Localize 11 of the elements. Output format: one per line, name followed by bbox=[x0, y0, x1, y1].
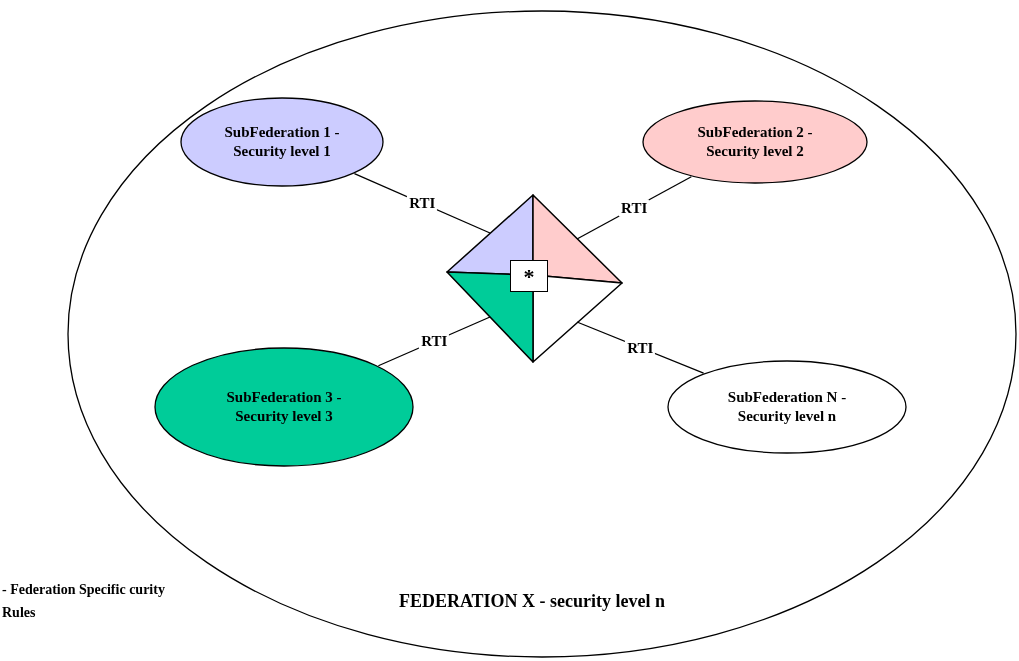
edge-label: RTI bbox=[419, 332, 450, 350]
federation-title: FEDERATION X - security level n bbox=[397, 592, 667, 611]
note-text: - Federation Specific curity Rules bbox=[2, 581, 166, 622]
edge-label: RTI bbox=[619, 199, 650, 217]
subfederation-label: SubFederation 1 - Security level 1 bbox=[223, 123, 341, 161]
subfederation-label: SubFederation 2 - Security level 2 bbox=[696, 123, 814, 161]
subfederation-label: SubFederation N - Security level n bbox=[726, 388, 848, 426]
edge-label: RTI bbox=[625, 339, 656, 357]
edge-label: RTI bbox=[407, 194, 438, 212]
symbol-label: * bbox=[510, 260, 548, 292]
subfederation-label: SubFederation 3 - Security level 3 bbox=[225, 388, 343, 426]
